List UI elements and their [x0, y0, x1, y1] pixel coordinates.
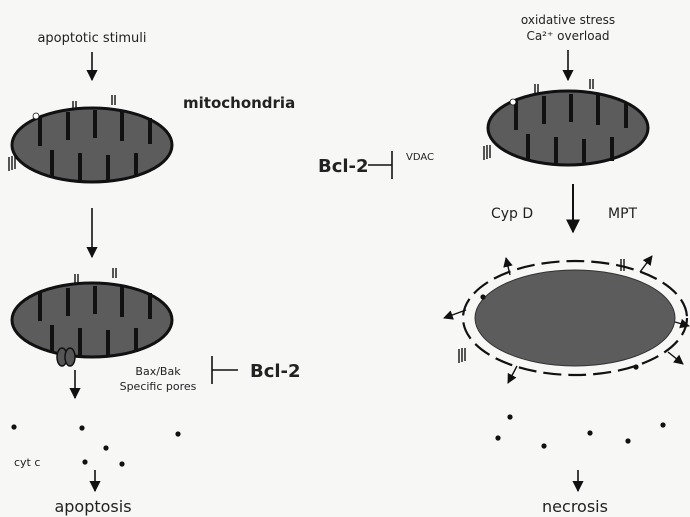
mitochondria-label: mitochondria	[183, 94, 295, 112]
apoptosis-label: apoptosis	[54, 497, 131, 516]
swollen-mitochondrion	[459, 259, 687, 375]
mitochondrion-with-pores	[12, 268, 172, 366]
oxidative-stress-label: oxidative stress	[521, 13, 615, 27]
bcl2-label-center: Bcl-2	[318, 156, 369, 177]
bax-bak-label: Bax/Bak	[135, 365, 181, 378]
calcium-overload-label: Ca²⁺ overload	[526, 29, 609, 43]
mitochondrion-right-intact	[484, 79, 648, 165]
necrosis-label: necrosis	[542, 497, 608, 516]
cyp-d-label: Cyp D	[491, 206, 533, 222]
specific-pores-label: Specific pores	[120, 380, 197, 393]
mitochondrion-intact	[9, 95, 172, 182]
cyt-c-label: cyt c	[14, 456, 40, 469]
vdac-label: VDAC	[406, 152, 434, 163]
apoptotic-stimuli-label: apoptotic stimuli	[37, 31, 146, 46]
bcl2-label-left: Bcl-2	[250, 361, 301, 382]
released-content-dots	[495, 414, 665, 448]
mpt-label: MPT	[608, 206, 638, 222]
